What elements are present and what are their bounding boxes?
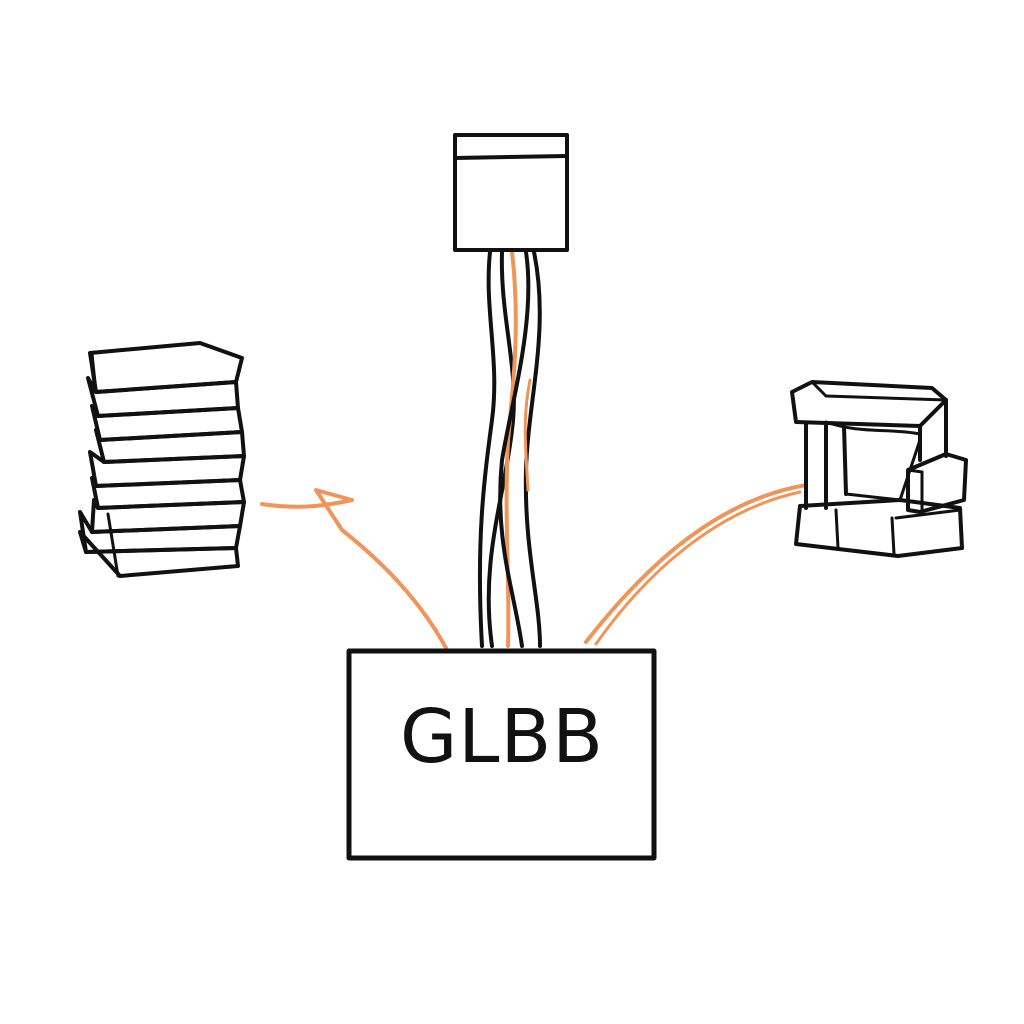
cable-wire-accent <box>523 378 532 492</box>
server-block-icon <box>453 133 569 252</box>
cable-wire <box>477 250 497 648</box>
cable-wire <box>498 250 531 648</box>
left-connector-arrow <box>260 488 448 650</box>
cable-wire <box>486 250 516 648</box>
book-stack-icon <box>78 341 246 578</box>
main-box <box>346 648 657 861</box>
right-connector <box>584 483 808 644</box>
cable-bundle <box>477 250 542 648</box>
right-connector-second-stroke <box>594 490 802 646</box>
cable-wire-accent <box>504 250 518 648</box>
building-blocks-icon <box>790 380 968 558</box>
main-box-label: GLBB <box>399 694 605 780</box>
